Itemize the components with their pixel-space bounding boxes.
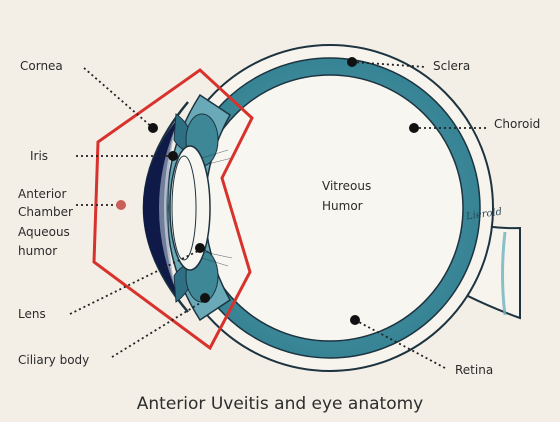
cornea-marker bbox=[148, 123, 158, 133]
label-iris: Iris bbox=[30, 148, 48, 164]
label-aqueous-line1: Aqueous bbox=[18, 224, 70, 240]
diagram-caption: Anterior Uveitis and eye anatomy bbox=[0, 394, 560, 414]
label-lens: Lens bbox=[18, 306, 46, 322]
cornea-leader bbox=[84, 68, 153, 128]
lens bbox=[170, 146, 210, 270]
label-retina: Retina bbox=[455, 362, 493, 378]
label-anterior-chamber-line1: Anterior bbox=[18, 186, 66, 202]
label-anterior-chamber-line2: Chamber bbox=[18, 204, 73, 220]
choroid-marker bbox=[409, 123, 419, 133]
label-sclera: Sclera bbox=[433, 58, 470, 74]
label-vitreous-line2: Humor bbox=[322, 198, 363, 214]
iris-marker bbox=[168, 151, 178, 161]
label-cornea: Cornea bbox=[20, 58, 63, 74]
label-ciliary-body: Ciliary body bbox=[18, 352, 89, 368]
label-aqueous-line2: humor bbox=[18, 243, 57, 259]
label-vitreous-line1: Vitreous bbox=[322, 178, 371, 194]
anterior-chamber-marker bbox=[116, 200, 126, 210]
label-choroid: Choroid bbox=[494, 116, 540, 132]
ciliary-body-marker bbox=[200, 293, 210, 303]
lens-marker bbox=[195, 243, 205, 253]
sclera-marker bbox=[347, 57, 357, 67]
retina-marker bbox=[350, 315, 360, 325]
